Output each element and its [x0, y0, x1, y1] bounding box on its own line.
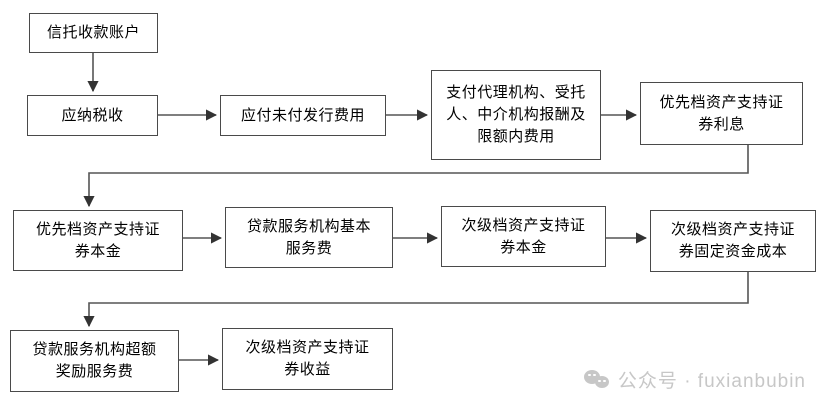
watermark: 公众号 · fuxianbubin — [583, 366, 806, 393]
node-label: 信托收款账户 — [46, 24, 140, 42]
node-senior-abs-interest[interactable]: 优先档资产支持证 券利息 — [640, 82, 803, 145]
node-subordinate-abs-principal[interactable]: 次级档资产支持证 券本金 — [441, 206, 606, 267]
node-label: 次级档资产支持证 券本金 — [461, 216, 586, 256]
node-label: 次级档资产支持证 券固定资金成本 — [670, 221, 795, 260]
node-loan-servicer-excess-incentive-fee[interactable]: 贷款服务机构超额 奖励服务费 — [10, 330, 179, 392]
connector-n5-n6 — [83, 145, 749, 208]
node-subordinate-abs-fixed-funding-cost[interactable]: 次级档资产支持证 券固定资金成本 — [650, 210, 816, 272]
node-subordinate-abs-yield[interactable]: 次级档资产支持证 券收益 — [222, 328, 393, 390]
node-label: 应纳税收 — [61, 106, 124, 124]
node-label: 优先档资产支持证 券利息 — [659, 93, 784, 133]
node-senior-abs-principal[interactable]: 优先档资产支持证 券本金 — [13, 210, 183, 271]
node-trust-collection-account[interactable]: 信托收款账户 — [29, 13, 158, 53]
node-label: 支付代理机构、受托 人、中介机构报酬及 限额内费用 — [446, 84, 586, 145]
node-label: 应付未付发行费用 — [240, 106, 365, 124]
node-agent-trustee-intermediary-fees[interactable]: 支付代理机构、受托 人、中介机构报酬及 限额内费用 — [431, 70, 601, 160]
connector-n9-n10 — [83, 272, 749, 328]
node-label: 次级档资产支持证 券收益 — [245, 339, 370, 378]
node-label: 贷款服务机构超额 奖励服务费 — [32, 341, 157, 380]
node-loan-servicer-base-fee[interactable]: 贷款服务机构基本 服务费 — [225, 207, 393, 268]
node-label: 优先档资产支持证 券本金 — [35, 220, 160, 260]
node-label: 贷款服务机构基本 服务费 — [246, 217, 371, 257]
wechat-icon — [583, 369, 610, 391]
watermark-text: 公众号 · fuxianbubin — [617, 371, 806, 392]
node-taxes-payable[interactable]: 应纳税收 — [27, 95, 158, 136]
node-unpaid-issuance-fees[interactable]: 应付未付发行费用 — [220, 95, 386, 136]
